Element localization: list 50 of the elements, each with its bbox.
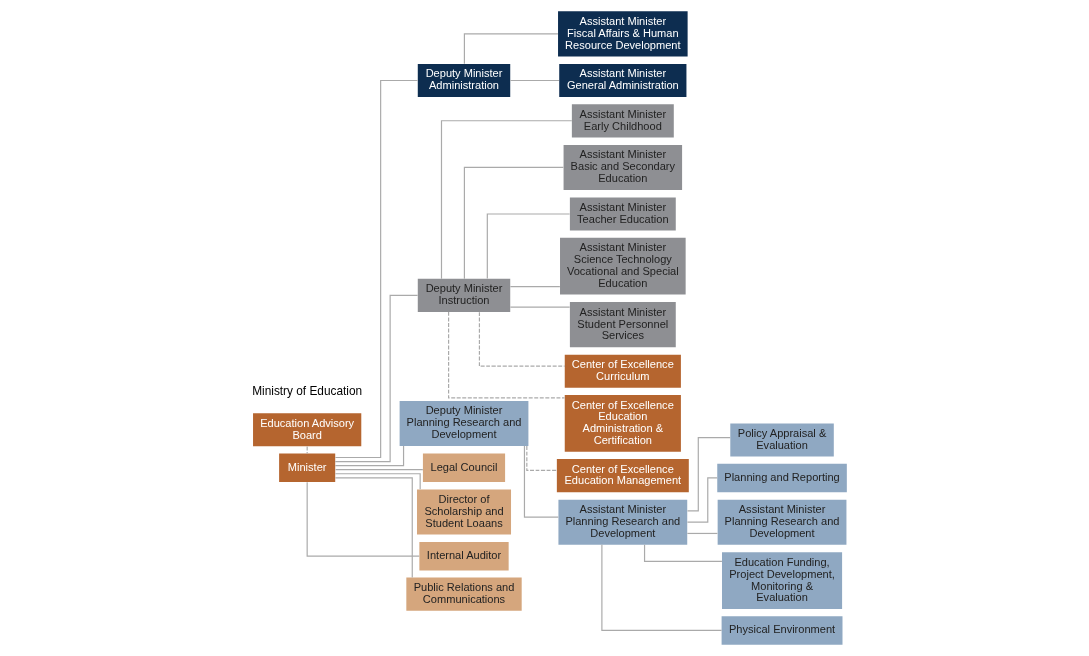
node-box: Planning and Reporting bbox=[716, 463, 847, 493]
connector bbox=[478, 311, 565, 367]
node-box: Assistant Minister Planning Research and Development bbox=[717, 499, 846, 545]
connector bbox=[686, 437, 731, 512]
node-box: Assistant Minister Teacher Education bbox=[569, 197, 676, 231]
connector bbox=[509, 79, 560, 82]
node-box: Director of Scholarship and Student Loaans bbox=[416, 489, 511, 535]
connector bbox=[440, 120, 572, 280]
connector bbox=[643, 544, 723, 562]
connector bbox=[600, 544, 722, 632]
node-box: Education Funding, Project Development, Monitoring & Evaluation bbox=[721, 552, 842, 610]
connector bbox=[334, 79, 418, 459]
node-box: Center of Excellence Education Administration & Certification bbox=[564, 394, 681, 452]
connector bbox=[334, 445, 404, 467]
connector bbox=[306, 481, 420, 557]
node-box: Physical Environment bbox=[721, 616, 842, 645]
node-box: Assistant Minister Planning Research and Development bbox=[557, 499, 687, 545]
node-box: Assistant Minister Early Childhood bbox=[571, 104, 674, 138]
node-box: Assistant Minister Student Personnel Services bbox=[569, 302, 676, 348]
connector bbox=[334, 477, 413, 579]
connector bbox=[447, 311, 565, 399]
node-box: Assistant Minister General Administration bbox=[558, 63, 686, 98]
label: Ministry of Education bbox=[251, 383, 362, 398]
node-box: Deputy Minister Instruction bbox=[417, 278, 510, 312]
node-box: Deputy Minister Administration bbox=[417, 63, 510, 98]
connector bbox=[486, 213, 570, 280]
node-box: Legal Council bbox=[422, 453, 505, 482]
node-box: Policy Appraisal & Evaluation bbox=[729, 423, 834, 457]
node-box: Deputy Minister Planning Research and Development bbox=[399, 400, 528, 446]
connector bbox=[525, 445, 557, 472]
node-box: Education Advisory Board bbox=[252, 413, 361, 447]
node-box: Center of Excellence Curriculum bbox=[564, 354, 681, 388]
connector bbox=[463, 33, 559, 65]
node-box: Internal Auditor bbox=[418, 541, 509, 571]
connector bbox=[509, 286, 560, 288]
connector bbox=[334, 469, 423, 471]
node-box: Assistant Minister Basic and Secondary Education bbox=[563, 144, 682, 190]
node-box: Assistant Minister Fiscal Affairs & Human Resource Development bbox=[557, 11, 688, 57]
connector bbox=[334, 294, 418, 463]
node-box: Center of Excellence Education Management bbox=[556, 458, 689, 493]
connector bbox=[509, 306, 570, 308]
node-box: Minister bbox=[278, 453, 335, 482]
node-box: Public Relations and Communications bbox=[405, 577, 522, 611]
connector bbox=[686, 532, 718, 535]
connector bbox=[334, 473, 421, 490]
connector bbox=[686, 477, 718, 523]
connector bbox=[463, 166, 564, 280]
connector bbox=[523, 445, 559, 518]
connector bbox=[306, 445, 308, 454]
node-box: Assistant Minister Science Technology Vocational and Special Education bbox=[559, 237, 686, 295]
